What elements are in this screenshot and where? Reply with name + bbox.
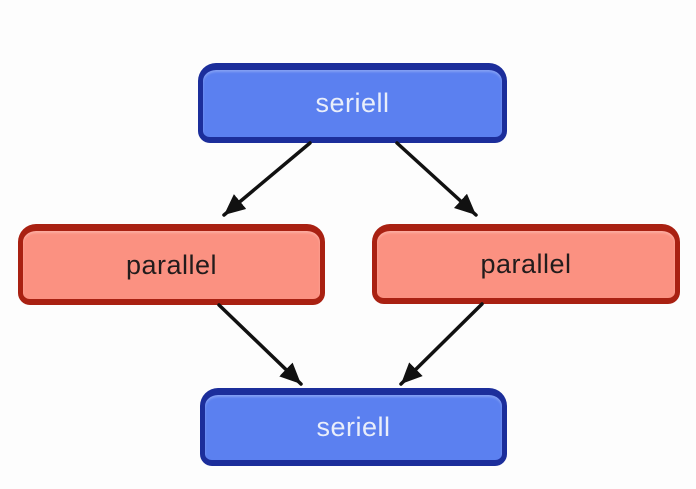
arrow-seriell-top-to-parallel-left [222,141,312,217]
node-parallel-right: parallel [372,224,680,304]
node-label: parallel [480,249,572,279]
arrow-parallel-right-to-seriell-bottom [399,302,484,386]
node-seriell-bottom: seriell [200,388,507,466]
node-label: seriell [315,88,390,118]
node-label: parallel [125,249,218,280]
arrow-parallel-left-to-seriell-bottom [217,303,303,386]
arrow-seriell-top-to-parallel-right [395,141,478,217]
node-label: seriell [316,412,391,442]
node-parallel-left: parallel [18,224,325,305]
node-seriell-top: seriell [198,63,507,143]
